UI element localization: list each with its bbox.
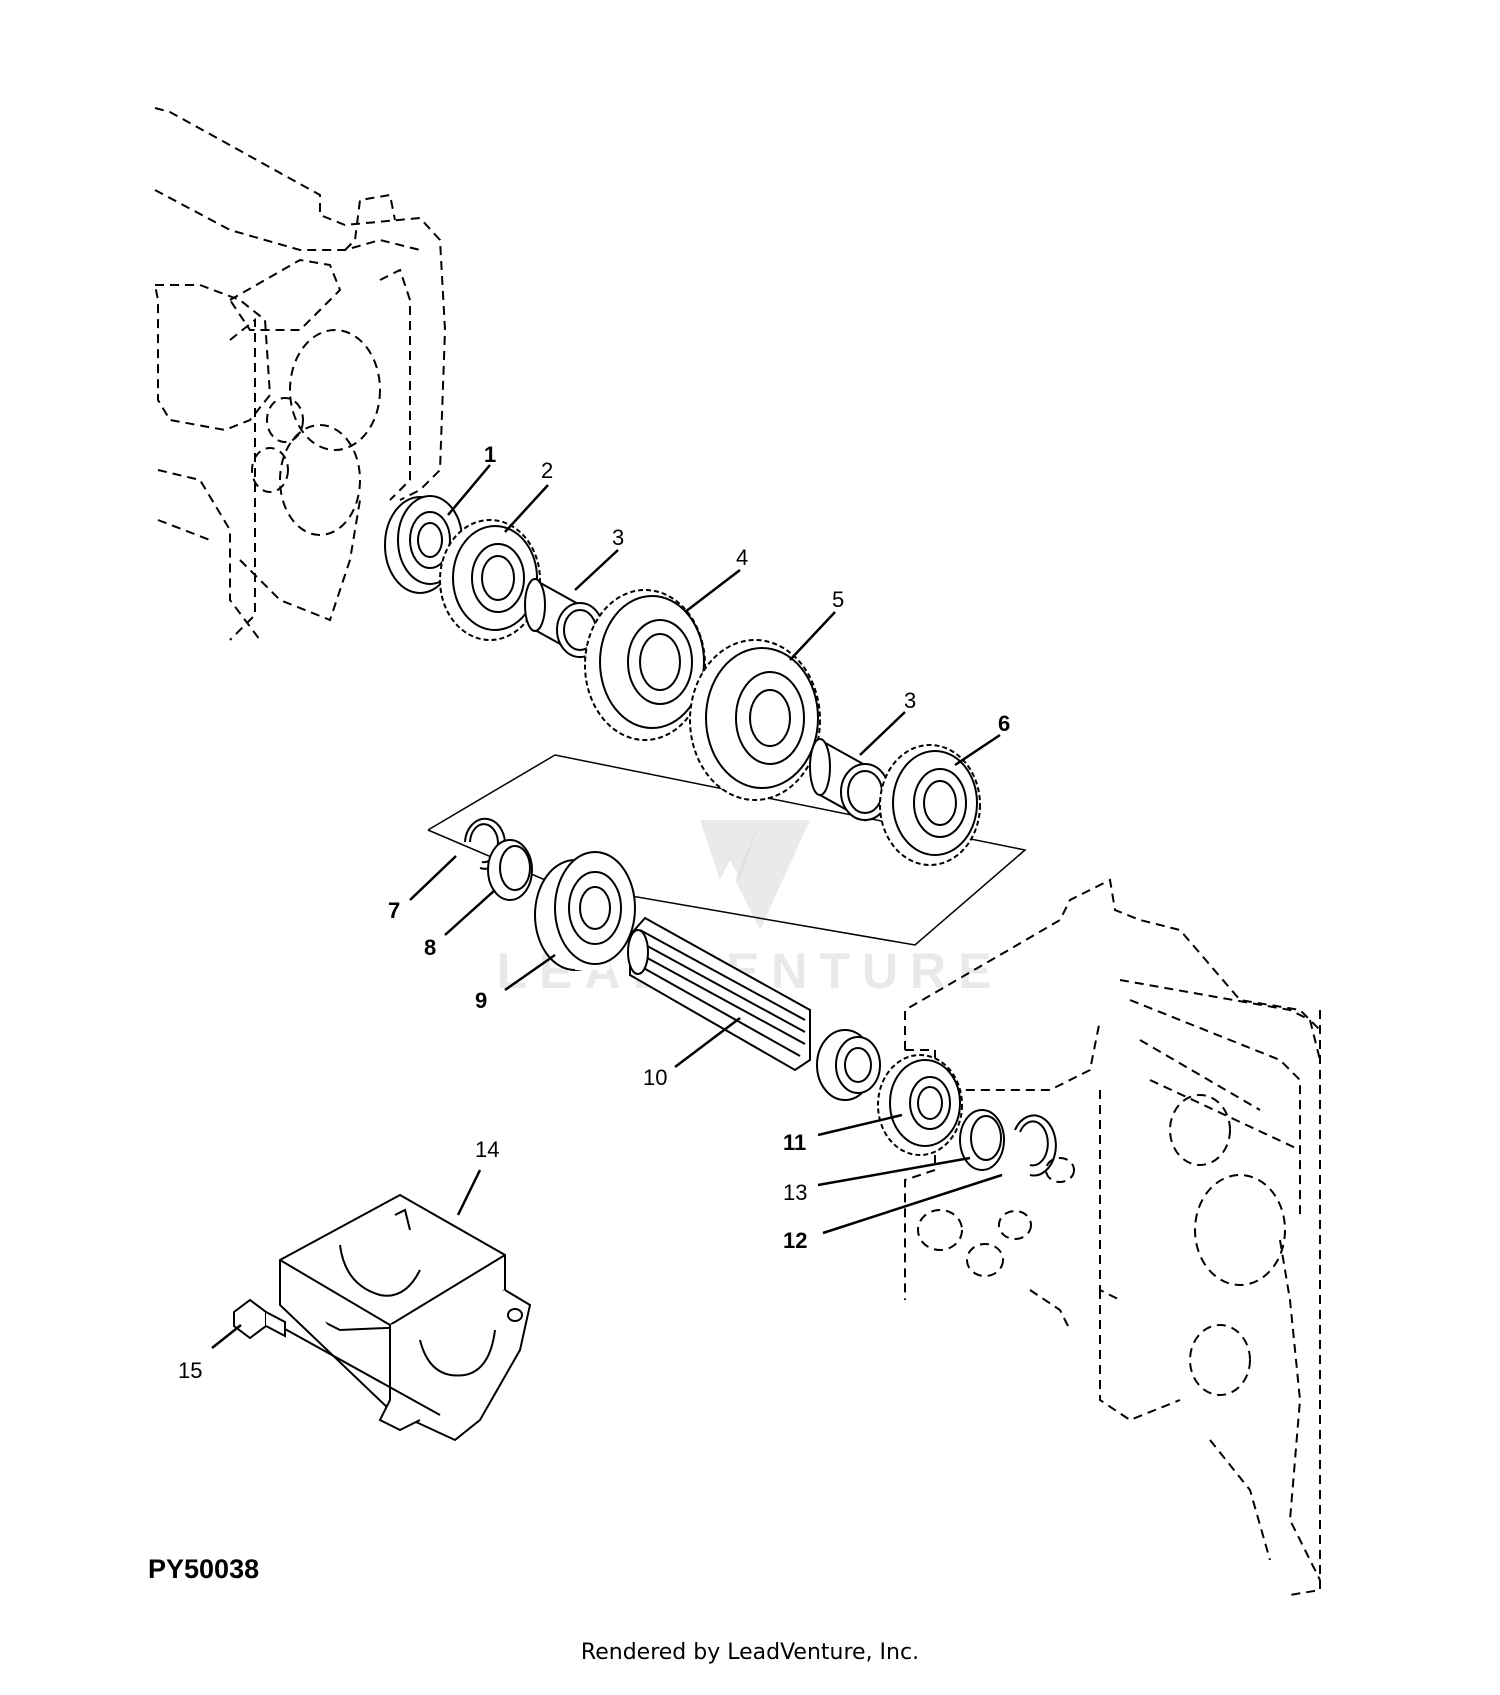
callout-5: 5 [832, 587, 844, 612]
callout-4: 4 [736, 545, 748, 570]
callout-12: 12 [783, 1228, 807, 1253]
figure-id: PY50038 [148, 1554, 260, 1584]
part-11-gear [877, 1054, 963, 1156]
assembly-bracket [427, 754, 1027, 946]
callout-labels: 1 2 3 4 5 3 6 7 8 9 10 11 13 12 14 15 [178, 442, 1010, 1383]
part-15-bolt [233, 1298, 441, 1416]
callout-14: 14 [475, 1137, 499, 1162]
callout-8: 8 [424, 935, 436, 960]
callout-15: 15 [178, 1358, 202, 1383]
callout-3-upper: 3 [612, 525, 624, 550]
callout-9: 9 [475, 988, 487, 1013]
callout-2: 2 [541, 458, 553, 483]
part-12-snap-ring [1014, 1114, 1057, 1177]
callout-13: 13 [783, 1180, 807, 1205]
part-10-splined-shaft [627, 916, 881, 1101]
part-5-gear [689, 639, 821, 801]
lower-housing-phantom [904, 878, 1321, 1596]
callout-11: 11 [783, 1130, 806, 1155]
part-6-gear [879, 744, 981, 866]
part-3-sleeve-upper [524, 578, 604, 658]
part-13-washer [959, 1109, 1005, 1171]
upper-housing-phantom [153, 107, 447, 641]
part-9-bearing [534, 850, 636, 971]
leader-lines [211, 464, 1003, 1349]
callout-1: 1 [484, 442, 496, 467]
footer-credit: Rendered by LeadVenture, Inc. [580, 1640, 920, 1665]
part-2-gear [439, 519, 541, 641]
callout-7: 7 [388, 898, 400, 923]
part-4-gear [584, 589, 706, 741]
callout-3-lower: 3 [904, 688, 916, 713]
part-8-washer [487, 839, 533, 901]
part-14-cover [279, 1193, 532, 1442]
callout-10: 10 [643, 1065, 667, 1090]
part-3-sleeve-lower [809, 738, 890, 822]
watermark-logo [700, 820, 810, 930]
callout-6: 6 [998, 711, 1010, 736]
